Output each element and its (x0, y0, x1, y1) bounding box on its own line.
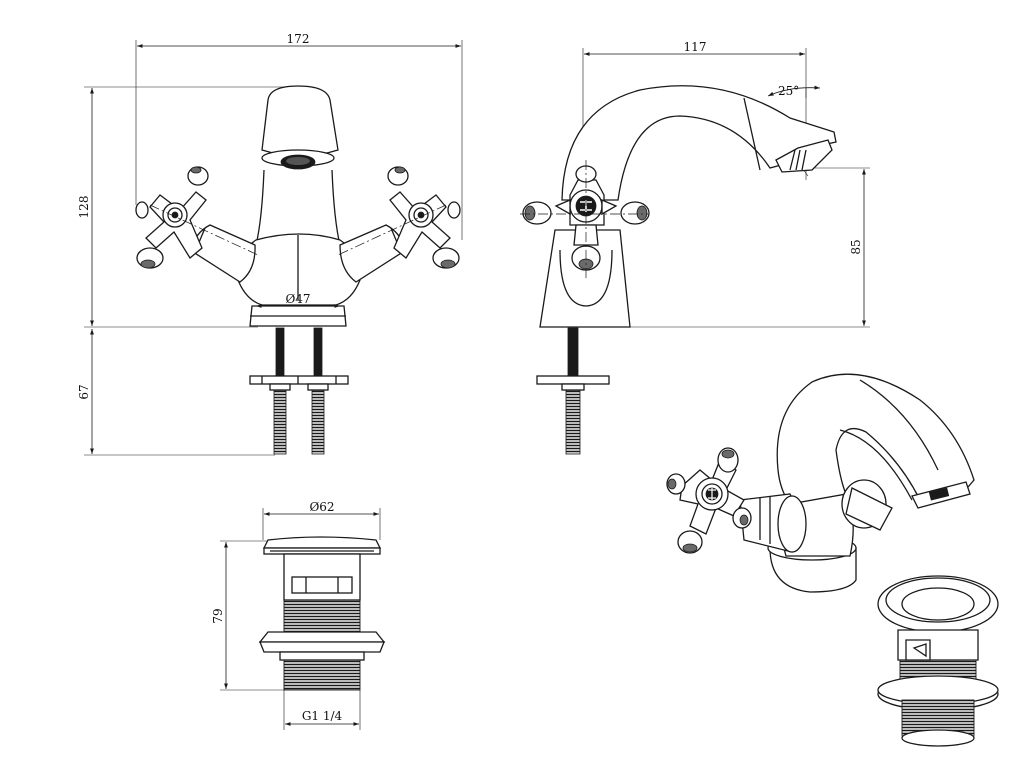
side-view: 117 25° 85 (520, 40, 870, 455)
dim-label-47: Ø47 (285, 292, 310, 306)
render-cross-handle (666, 447, 752, 554)
dimension-waste-thread: G1 1/4 (283, 690, 361, 730)
front-view: 172 128 67 (77, 32, 463, 456)
dim-label-117: 117 (684, 40, 707, 54)
tap-3d-render (666, 373, 975, 593)
dimension-height-67: 67 (77, 329, 275, 456)
dimension-height-128: 128 (77, 86, 300, 328)
dimension-width-172: 172 (135, 32, 463, 240)
dim-label-67: 67 (77, 384, 91, 399)
dim-label-62: Ø62 (309, 500, 334, 514)
waste-view: Ø62 79 G1 1/4 (211, 500, 386, 730)
dimension-height-85: 85 (630, 167, 870, 328)
dim-label-25: 25° (778, 84, 799, 98)
dim-label-79: 79 (211, 608, 225, 623)
waste-3d-render (877, 575, 999, 747)
left-cross-handle (135, 166, 209, 269)
dim-label-85: 85 (849, 239, 863, 254)
dim-label-128: 128 (77, 196, 91, 219)
dimension-base-47: Ø47 (256, 292, 340, 308)
dimension-waste-diameter-62: Ø62 (262, 500, 381, 540)
dimension-waste-height-79: 79 (211, 540, 285, 691)
right-cross-handle (387, 166, 461, 269)
dim-label-172: 172 (287, 32, 310, 46)
dim-label-g114: G1 1/4 (302, 709, 343, 723)
